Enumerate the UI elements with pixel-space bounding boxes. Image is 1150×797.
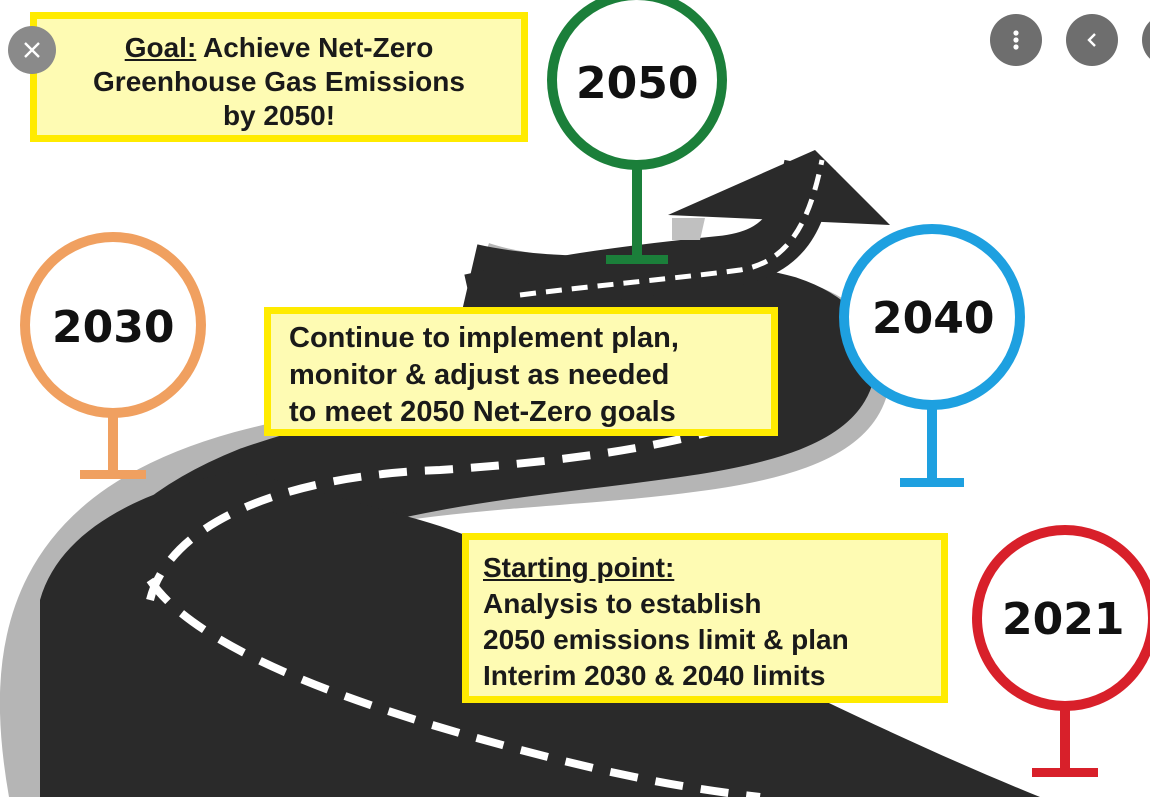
goal-note: Goal: Achieve Net-Zero Greenhouse Gas Em…	[30, 12, 528, 142]
start-line-1: Analysis to establish	[483, 588, 762, 619]
road-center-line-lower	[146, 428, 711, 601]
starting-point-note: Starting point: Analysis to establish 20…	[462, 533, 948, 703]
goal-line-1-text: Achieve Net-Zero	[196, 32, 434, 63]
signpost-2050	[547, 0, 727, 264]
start-heading: Starting point:	[483, 550, 941, 586]
start-line-3: Interim 2030 & 2040 limits	[483, 660, 826, 691]
plan-line-2: monitor & adjust as needed	[289, 359, 670, 391]
road-arrow-shadow	[672, 218, 705, 240]
start-line-2: 2050 emissions limit & plan	[483, 624, 849, 655]
close-icon	[24, 42, 40, 58]
goal-line-2: Greenhouse Gas Emissions	[93, 66, 465, 97]
plan-note: Continue to implement plan, monitor & ad…	[264, 307, 778, 436]
plan-line-3: to meet 2050 Net-Zero goals	[289, 396, 676, 428]
more-options-button[interactable]	[990, 14, 1042, 66]
close-button[interactable]	[8, 26, 56, 74]
year-label-2030: 2030	[52, 302, 175, 353]
year-label-2050: 2050	[576, 58, 699, 109]
previous-button[interactable]	[1066, 14, 1118, 66]
signpost-2040	[839, 224, 1025, 487]
road-arrow-head	[668, 150, 890, 225]
signpost-2030	[20, 232, 206, 479]
year-label-2040: 2040	[872, 293, 995, 344]
goal-line-1: Goal: Achieve Net-Zero	[37, 31, 521, 65]
goal-label: Goal:	[124, 32, 197, 63]
signpost-2021	[972, 525, 1150, 777]
road-center-line-upper	[519, 159, 825, 298]
chevron-left-icon	[1087, 33, 1096, 47]
plan-line-1: Continue to implement plan,	[289, 322, 679, 354]
goal-line-3: by 2050!	[222, 100, 336, 131]
start-heading-text: Starting point:	[483, 552, 675, 583]
next-button-partial[interactable]	[1142, 14, 1150, 66]
year-label-2021: 2021	[1002, 594, 1125, 645]
more-vertical-icon	[1013, 30, 1019, 50]
road-center-line-bottom	[146, 577, 761, 797]
